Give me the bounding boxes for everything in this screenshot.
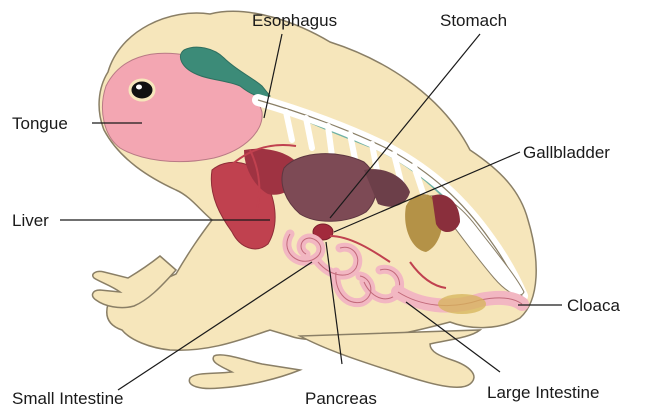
small-intestine-label: Small Intestine xyxy=(12,390,124,407)
pancreas-label: Pancreas xyxy=(305,390,377,407)
hind-leg xyxy=(300,330,480,387)
eye xyxy=(130,80,154,100)
tongue-label: Tongue xyxy=(12,115,68,132)
stomach-label: Stomach xyxy=(440,12,507,29)
large-intestine-label: Large Intestine xyxy=(487,384,599,401)
liver-label: Liver xyxy=(12,212,49,229)
hind-foot xyxy=(189,355,300,389)
gallbladder-label: Gallbladder xyxy=(523,144,610,161)
cloaca-label: Cloaca xyxy=(567,297,620,314)
esophagus-label: Esophagus xyxy=(252,12,337,29)
